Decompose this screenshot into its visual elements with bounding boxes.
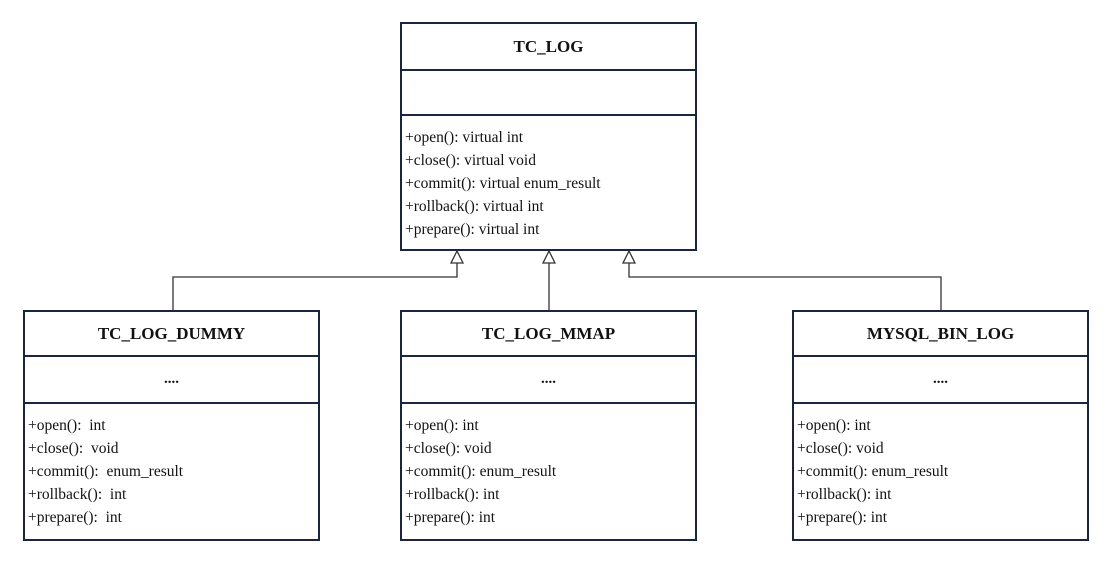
operation: +prepare(): int (797, 509, 888, 526)
operation: +close(): void (797, 440, 884, 457)
operation: +close(): void (405, 440, 492, 457)
class-attributes (402, 71, 695, 116)
operation: +commit(): enum_result (28, 463, 184, 480)
class-operations: +open(): int +close(): void +commit(): e… (794, 404, 1087, 529)
operation: +open(): int (28, 417, 106, 434)
generalization-line-dummy (172, 263, 458, 310)
class-operations: +open(): virtual int +close(): virtual v… (402, 116, 695, 241)
class-operations: +open(): int +close(): void +commit(): e… (25, 404, 318, 529)
operation: +close(): void (28, 440, 119, 457)
operation: +commit(): enum_result (405, 463, 557, 480)
generalization-arrowhead-binlog (621, 249, 637, 264)
operation: +commit(): virtual enum_result (405, 175, 601, 192)
class-attributes: .... (794, 357, 1087, 404)
operation: +open(): int (797, 417, 871, 434)
class-name: TC_LOG (402, 24, 695, 71)
class-tc-log[interactable]: TC_LOG +open(): virtual int +close(): vi… (400, 22, 697, 251)
class-name: TC_LOG_MMAP (402, 312, 695, 357)
operation: +prepare(): int (28, 509, 122, 526)
generalization-line-binlog (628, 263, 942, 310)
class-attributes: .... (25, 357, 318, 404)
class-mysql-bin-log[interactable]: MYSQL_BIN_LOG .... +open(): int +close()… (792, 310, 1089, 541)
operation: +open(): virtual int (405, 129, 524, 146)
class-attributes: .... (402, 357, 695, 404)
class-tc-log-dummy[interactable]: TC_LOG_DUMMY .... +open(): int +close():… (23, 310, 320, 541)
operation: +rollback(): virtual int (405, 198, 544, 215)
class-name: MYSQL_BIN_LOG (794, 312, 1087, 357)
operation: +open(): int (405, 417, 479, 434)
operation: +close(): virtual void (405, 152, 536, 169)
operation: +rollback(): int (28, 486, 127, 503)
operation: +prepare(): int (405, 509, 496, 526)
class-operations: +open(): int +close(): void +commit(): e… (402, 404, 695, 529)
generalization-arrowhead-mmap (541, 249, 557, 264)
operation: +commit(): enum_result (797, 463, 949, 480)
operation: +rollback(): int (797, 486, 892, 503)
operation: +prepare(): virtual int (405, 221, 540, 238)
class-name: TC_LOG_DUMMY (25, 312, 318, 357)
operation: +rollback(): int (405, 486, 500, 503)
generalization-arrowhead-dummy (449, 249, 465, 264)
class-tc-log-mmap[interactable]: TC_LOG_MMAP .... +open(): int +close(): … (400, 310, 697, 541)
